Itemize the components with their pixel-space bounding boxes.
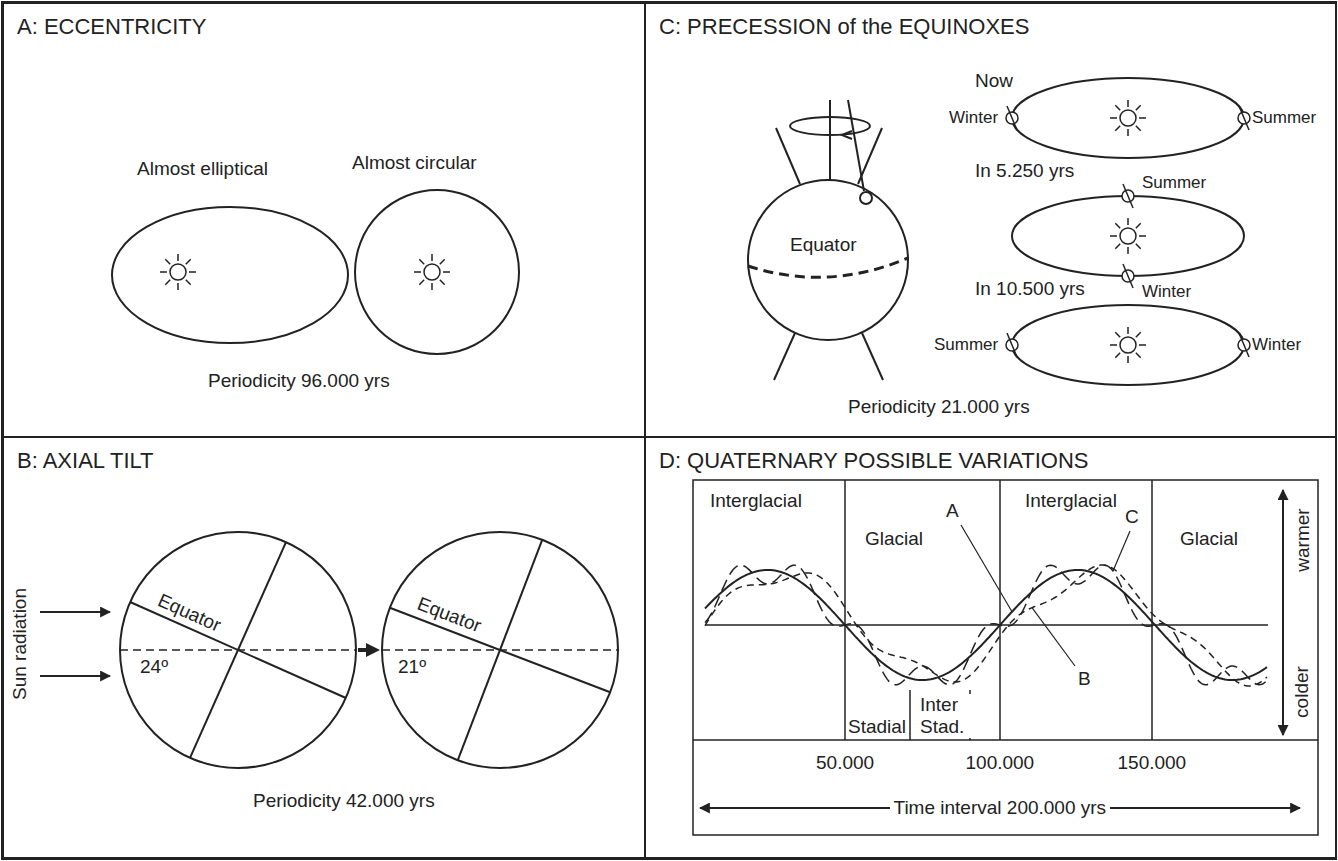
period-note: Periodicity 42.000 yrs [253, 790, 435, 812]
tilted-earth [120, 532, 618, 768]
sun-radiation-arrows [40, 612, 110, 676]
earth-symbol [1238, 106, 1250, 130]
angle-label: 21º [398, 656, 426, 678]
leader-line [961, 525, 1012, 612]
curve-callout: A [946, 500, 959, 522]
orbit-label: Almost circular [352, 152, 477, 174]
period-name: Interglacial [1025, 490, 1117, 512]
sun-symbol [1110, 327, 1146, 363]
season-label: Winter [1142, 281, 1191, 303]
time-label: In 5.250 yrs [975, 160, 1074, 182]
orbit-label: Almost elliptical [137, 158, 268, 180]
period-name: Glacial [1180, 528, 1238, 550]
axis-tick-label: 50.000 [816, 752, 874, 774]
season-label: Winter [949, 107, 998, 129]
precessing-earth [748, 100, 908, 380]
sun-symbol [160, 254, 196, 290]
phase-name: Stadial [848, 716, 906, 738]
period-name: Interglacial [710, 490, 802, 512]
panel-heading: D: QUATERNARY POSSIBLE VARIATIONS [646, 438, 1335, 474]
period-note: Periodicity 96.000 yrs [208, 370, 390, 392]
season-label: Summer [1252, 107, 1316, 129]
earth-symbol [1006, 106, 1018, 130]
curve-callout: C [1125, 506, 1139, 528]
leader-line [1113, 531, 1130, 571]
sun-symbol [1110, 100, 1146, 136]
equator-label: Equator [414, 593, 484, 637]
phase-name: Inter Stad. [916, 694, 976, 738]
earth-symbol [1122, 184, 1134, 208]
sun-symbol [414, 254, 450, 290]
earth-symbol [1122, 264, 1134, 288]
climate-curve [705, 565, 1267, 685]
axis-label: colder [1291, 666, 1313, 718]
climate-curve [705, 570, 1267, 680]
leader-line [1032, 608, 1075, 666]
angle-label: 24º [140, 656, 168, 678]
panel-heading: A: ECCENTRICITY [4, 4, 644, 40]
change-arrow [366, 643, 380, 657]
eccentricity-orbits [112, 190, 519, 354]
earth-symbol [1238, 333, 1250, 357]
axis-tick-label: 100.000 [966, 752, 1035, 774]
time-label: Now [975, 70, 1013, 92]
panel-heading: C: PRECESSION of the EQUINOXES [646, 4, 1335, 40]
axis-label: warmer [1291, 508, 1313, 571]
time-label: In 10.500 yrs [975, 278, 1085, 300]
chart-frame [693, 480, 1318, 835]
climate-curve [705, 565, 1267, 686]
panel-heading: B: AXIAL TILT [4, 438, 644, 474]
season-label: Winter [1252, 334, 1301, 356]
curve-callout: B [1078, 668, 1091, 690]
earth-symbol [1006, 333, 1018, 357]
radiation-label: Sun radiation [9, 588, 31, 700]
season-label: Summer [1142, 172, 1206, 194]
equator-label: Equator [790, 234, 857, 256]
axis-tick-label: 150.000 [1118, 752, 1187, 774]
temperature-arrow [1282, 490, 1284, 735]
equator-label: Equator [154, 589, 224, 636]
sun-symbol [1110, 218, 1146, 254]
period-name: Glacial [865, 528, 923, 550]
period-note: Periodicity 21.000 yrs [848, 396, 1030, 418]
panel: C: PRECESSION of the EQUINOXES [645, 3, 1336, 437]
axis-title: Time interval 200.000 yrs [890, 797, 1111, 819]
season-label: Summer [934, 334, 998, 356]
orbit-ellipses [1012, 78, 1244, 385]
